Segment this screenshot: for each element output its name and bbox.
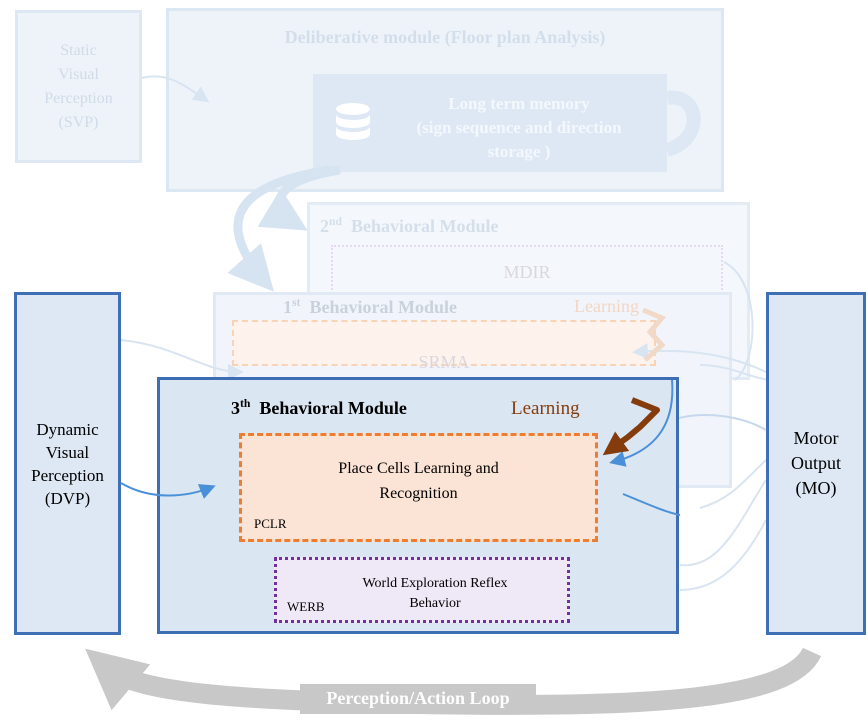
bm2-title-text: Behavioral Module (351, 216, 499, 236)
mdir-label: MDIR (503, 262, 551, 282)
bm1-num: 1 (283, 297, 292, 317)
pclr-line2: Recognition (379, 485, 458, 502)
memory-loop-handle (664, 90, 701, 157)
svp-label-line1: Static (60, 41, 97, 59)
memory-line2: (sign sequence and direction (416, 118, 622, 137)
bm2-num: 2 (320, 216, 329, 236)
bm3-num: 3 (231, 398, 240, 418)
svp-label-line4: (SVP) (58, 113, 99, 131)
srma-to-mo-arrow (699, 364, 771, 381)
memory-line1: Long term memory (448, 94, 590, 113)
loop-label-bg (300, 684, 536, 714)
mo-box: Motor Output (MO) (766, 292, 866, 635)
deliberative-title: Deliberative module (Floor plan Analysis… (284, 27, 606, 47)
srma-box (232, 320, 656, 366)
bm1-title: 1st Behavioral Module (283, 297, 457, 318)
bm2-sup: nd (329, 215, 343, 228)
memory-to-bm2-arrow (257, 165, 341, 231)
mo-to-bm3-arrow (678, 414, 767, 431)
werb-box (274, 557, 570, 623)
mo-side-arrow-1 (679, 479, 767, 567)
database-icon (336, 103, 370, 140)
svp-label-line3: Perception (44, 89, 113, 107)
bm3-title: 3th Behavioral Module (231, 398, 407, 419)
bm3-sup: th (240, 397, 251, 410)
memory-text: Long term memory (sign sequence and dire… (378, 92, 660, 164)
dvp-line1: Dynamic (36, 419, 99, 439)
bm2-title: 2nd Behavioral Module (320, 216, 499, 237)
mo-line3: (MO) (795, 478, 837, 498)
svp-box: Static Visual Perception (SVP) (15, 10, 142, 163)
pclr-line1: Place Cells Learning and (338, 460, 499, 477)
learning-zigzag-arrow (602, 397, 660, 456)
faded-learning-zigzag (642, 307, 667, 362)
dvp-line3: Perception (31, 465, 104, 485)
werb-tag: WERB (287, 599, 325, 614)
dvp-line4: (DVP) (44, 488, 91, 508)
loop-label: Perception/Action Loop (326, 688, 510, 708)
dvp-to-pclr-arrow (120, 482, 216, 499)
pclr-tag: PCLR (254, 516, 287, 531)
werb-line1: World Exploration Reflex (362, 576, 508, 591)
upper-to-pclr-arrow (609, 379, 674, 467)
pclr-box (239, 433, 598, 542)
werb-line2: Behavior (409, 596, 461, 611)
mo-side-arrow-3 (699, 459, 767, 509)
memory-line3: storage ) (487, 142, 551, 161)
dvp-box: Dynamic Visual Perception (DVP) (14, 292, 121, 635)
werb-text: World Exploration Reflex Behavior (300, 574, 570, 614)
dvp-to-bm1-arrow (119, 339, 244, 380)
pclr-text: Place Cells Learning and Recognition (239, 456, 598, 506)
bm1-learning-label: Learning (574, 296, 639, 316)
pclr-to-mo-arrow (622, 493, 681, 516)
mo-line1: Motor (793, 428, 839, 448)
svp-to-deliberative-arrow (141, 75, 210, 103)
mo-side-arrow-2 (679, 519, 767, 591)
mo-line2: Output (790, 453, 841, 473)
bm3-learning-label: Learning (511, 398, 580, 419)
bm3-title-text: Behavioral Module (259, 398, 407, 418)
long-term-memory-box (313, 74, 667, 172)
bm2-to-mo-arrow (723, 261, 754, 381)
bm1-title-text: Behavioral Module (309, 297, 457, 317)
srma-label: SRMA (418, 352, 470, 372)
svp-label-line2: Visual (58, 65, 99, 83)
memory-to-bm1-arrow (227, 165, 331, 292)
dvp-line2: Visual (45, 442, 90, 462)
bm1-sup: st (292, 296, 301, 309)
